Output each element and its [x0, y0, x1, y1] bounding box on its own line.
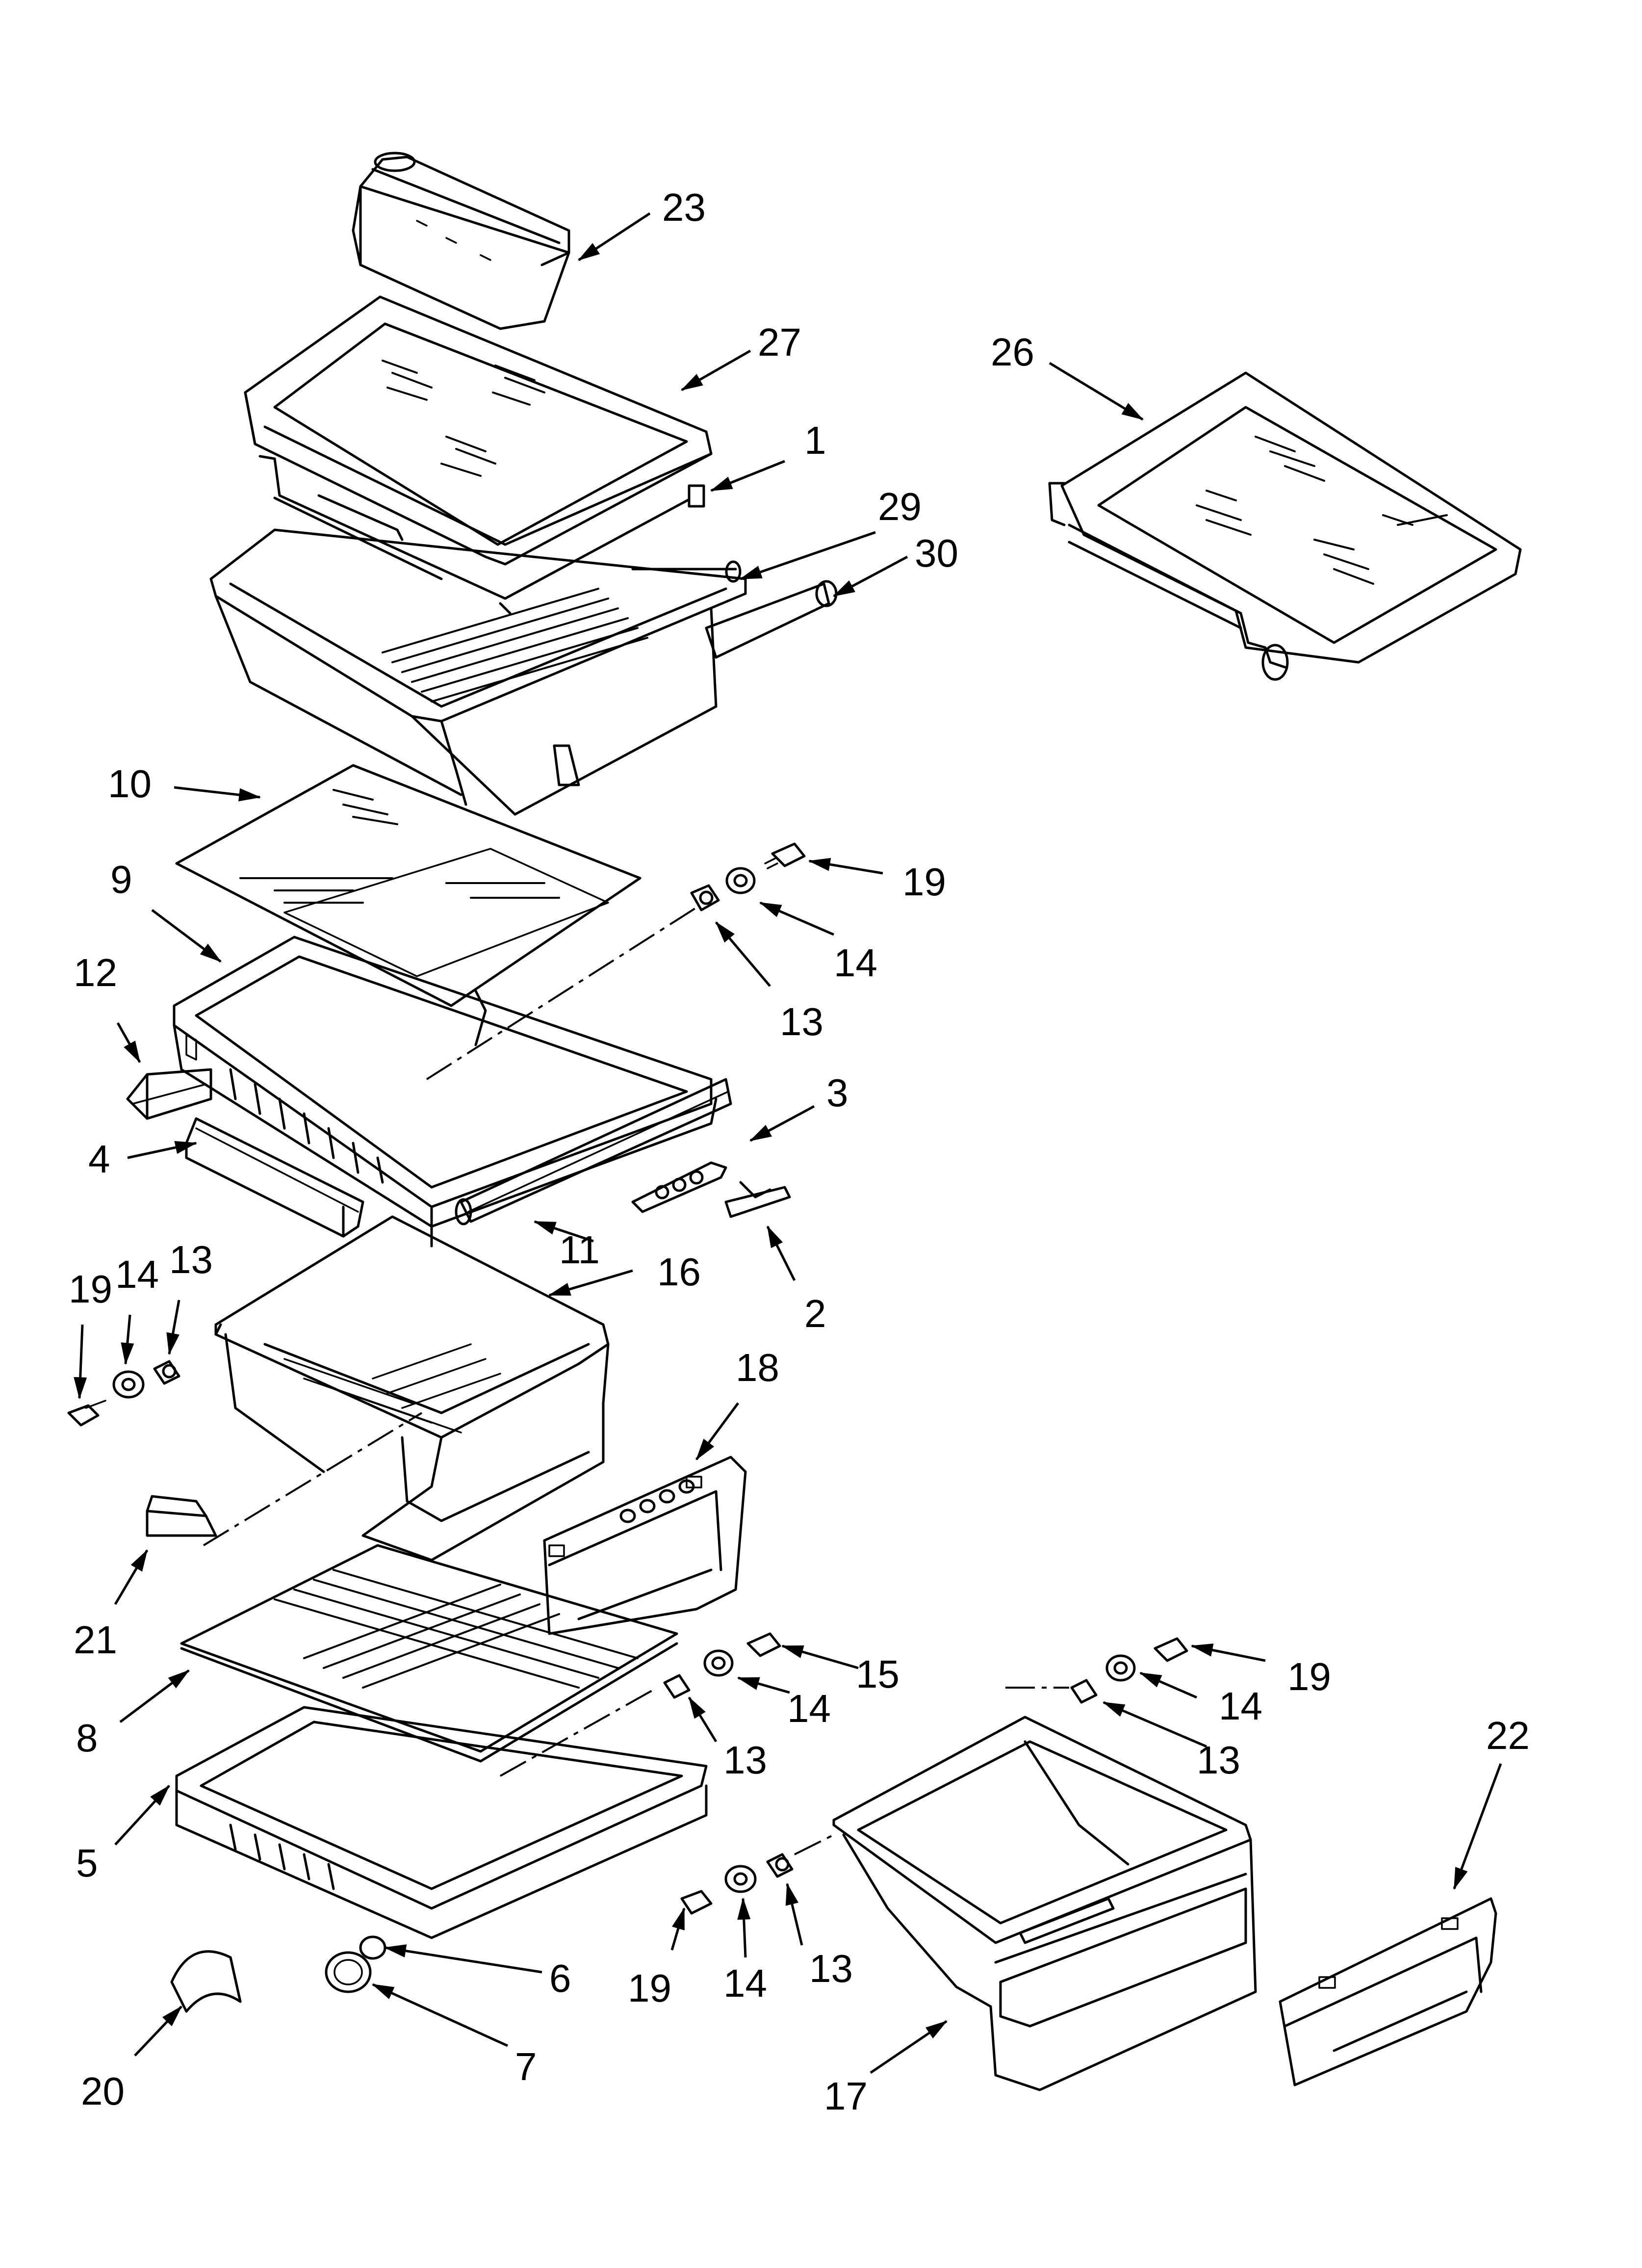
crisper-tray-part-29: [209, 528, 747, 816]
screw-part-19-lower: [680, 1890, 713, 1915]
screw-part-19-right: [1154, 1637, 1188, 1662]
callout-13-lower: 13: [809, 1947, 853, 1990]
screw-part-15: [746, 1632, 781, 1657]
washer-part-14-mid: [703, 1649, 734, 1677]
drawer-part-16: [214, 1215, 610, 1562]
drawer-front-part-18: [543, 1456, 747, 1635]
knob-part-7: [325, 1951, 372, 1993]
callout-11: 11: [559, 1228, 600, 1272]
callout-19-left: 19: [69, 1267, 112, 1311]
callout-26: 26: [991, 330, 1034, 374]
bushing-part-13-upper: [690, 884, 720, 912]
callout-23: 23: [662, 185, 706, 229]
callout-14-lower: 14: [723, 1961, 767, 2005]
drawer-part-17: [832, 1716, 1257, 2091]
callout-9: 9: [110, 858, 132, 901]
callout-7: 7: [515, 2045, 537, 2088]
knob-part-6: [359, 1935, 386, 1960]
screw-part-19-upper: [764, 842, 806, 869]
frame-part-5: [175, 1706, 708, 1939]
drawer-front-part-22: [1279, 1897, 1497, 2086]
callout-17: 17: [824, 2074, 868, 2118]
callout-21: 21: [74, 1618, 117, 1662]
callout-15: 15: [856, 1652, 899, 1696]
callout-4: 4: [88, 1137, 110, 1181]
washer-part-14-right: [1105, 1654, 1136, 1682]
callout-13-mid: 13: [723, 1738, 767, 1782]
callout-2: 2: [804, 1292, 826, 1335]
callout-27: 27: [758, 320, 801, 364]
bracket-part-3: [631, 1161, 727, 1213]
callout-labels: 23 27 1 29 30 26 10 19 9 14 12 13 3 4 11…: [69, 185, 1530, 2118]
frame-part-9: [173, 936, 718, 1248]
callout-8: 8: [76, 1716, 98, 1760]
callout-14-left: 14: [115, 1252, 159, 1296]
rail-part-4: [185, 1117, 364, 1238]
glass-part-10: [175, 764, 641, 1007]
cap-part-20: [170, 1950, 242, 2013]
rail-part-12: [126, 1068, 212, 1120]
callout-30: 30: [915, 531, 958, 575]
leader-lines: [74, 212, 1502, 2074]
screw-part-19-left: [67, 1400, 106, 1427]
bracket-part-2: [724, 1181, 791, 1218]
cover-part-30: [631, 560, 838, 659]
callout-19-upper: 19: [902, 860, 946, 904]
bushing-part-13-left: [153, 1360, 180, 1385]
rail-part-11: [455, 1078, 732, 1225]
center-lines: [203, 907, 1069, 1855]
bushing-part-13-right: [1070, 1679, 1098, 1704]
washer-part-14-left: [112, 1370, 145, 1399]
callout-3: 3: [826, 1071, 848, 1115]
callout-16: 16: [657, 1250, 701, 1294]
callout-14-right: 14: [1219, 1684, 1262, 1728]
callout-18: 18: [736, 1346, 779, 1389]
shelf-part-26: [1048, 371, 1522, 681]
callout-29: 29: [878, 485, 922, 528]
callout-19-right: 19: [1287, 1655, 1331, 1698]
callout-20: 20: [81, 2069, 125, 2113]
callout-13-left: 13: [169, 1238, 213, 1281]
bushing-part-13-lower: [766, 1853, 794, 1878]
glass-part-8: [180, 1544, 678, 1763]
bushing-part-13-mid: [663, 1674, 691, 1699]
callout-1: 1: [804, 418, 826, 462]
callout-5: 5: [76, 1841, 98, 1885]
callout-14-upper: 14: [834, 941, 877, 985]
washer-part-14-lower: [724, 1865, 757, 1893]
callout-12: 12: [74, 951, 117, 994]
callout-22: 22: [1486, 1714, 1530, 1757]
callout-10: 10: [108, 762, 152, 806]
callout-13-right: 13: [1197, 1738, 1240, 1782]
clip-part-21: [146, 1495, 217, 1537]
bin-part-23: [352, 152, 570, 330]
callout-6: 6: [549, 1956, 571, 2000]
frame-part-1: [258, 455, 705, 615]
callout-13-upper: 13: [780, 1000, 823, 1043]
shelf-part-27: [244, 295, 713, 566]
washer-part-14-upper: [725, 867, 756, 894]
callout-19-lower: 19: [628, 1966, 671, 2010]
callout-14-mid: 14: [787, 1687, 831, 1730]
